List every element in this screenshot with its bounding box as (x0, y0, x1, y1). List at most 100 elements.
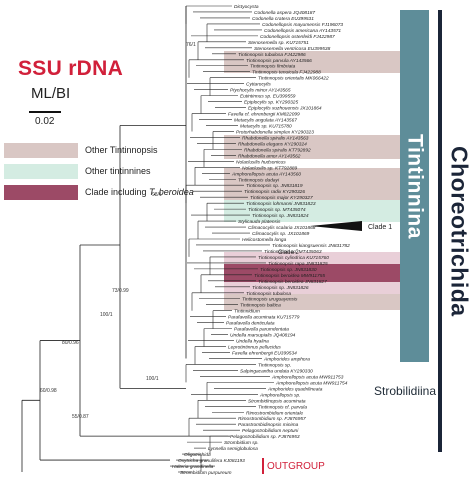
taxon-label: Helicostomella longa (242, 237, 287, 243)
taxon-label: Nolaclusilis sp. KT792889 (242, 165, 298, 171)
choreotrichida-bar (438, 10, 442, 452)
taxon-label: Rhabdonella spiralis AY143563 (242, 135, 309, 141)
legend-label-other-tintinnopsis: Other Tintinnopsis (85, 145, 158, 155)
taxon-label: Tintinnopsis uruguayensis (242, 297, 298, 303)
band-beroidea-clade (224, 264, 400, 282)
support-value: 100/1 (146, 376, 159, 382)
legend-swatch-beroidea-clade (4, 185, 78, 200)
taxon-label: Codonellopsis americana AY143571 (264, 28, 341, 34)
outgroup-label: OUTGROUP (267, 461, 325, 472)
taxon-label: Tintinnopsis tubulosa FJ422986 (238, 52, 306, 58)
outgroup-bar (262, 458, 264, 474)
taxon-label: Tintinnopsis beroidea JN831827 (258, 279, 327, 285)
support-value: 73/0.99 (112, 288, 129, 294)
taxon-label: Tintinnopsis tubulosa (246, 291, 291, 297)
taxon-label: Parafavella acuminata KU715779 (228, 315, 300, 321)
support-value: 80/0.96 (62, 340, 79, 346)
taxon-label: Undella marsupialis JQ408194 (230, 333, 296, 339)
legend-swatch-other-tintinnopsis (4, 143, 78, 158)
taxon-label: Tintinnopsis baltica (240, 303, 281, 309)
taxon-label: Amphorides amphora (263, 356, 310, 362)
scale-label: 0.02 (35, 116, 55, 127)
choreotrichida-label-wrap: Choreotrichida (444, 10, 474, 452)
band-other-tintinnopsis-top (224, 51, 400, 73)
support-value: 76/1 (186, 42, 196, 48)
taxon-label: Tintinnopsis parvula AY143566 (246, 58, 312, 64)
taxon-label: Amphorellopsis acuta MW911753 (271, 374, 344, 380)
taxon-label: Dictyocysta (234, 4, 259, 10)
taxon-label: Tintinnopsis orientalis MK066422 (258, 76, 329, 82)
taxon-label: Oxytricha granulifera KJ081193 (178, 458, 245, 464)
taxon-label: Strombidium sp. (224, 440, 259, 446)
taxon-label: Rhabdonella elegans KY290324 (238, 141, 307, 147)
taxon-label: Favella cf. ehrenbergii KM822099 (228, 112, 300, 118)
taxon-label: Parastrombidinopsis minima (238, 422, 299, 428)
taxon-label: Nolaclusilis hudsonicus (236, 159, 286, 165)
support-value: 98/1 (152, 192, 162, 198)
tintinnina-label-wrap: Tintinnina (400, 10, 429, 362)
taxon-label: Lynnella semiglobulosa (208, 446, 258, 452)
clade-2-label: Clade 2 (278, 250, 299, 256)
band-other-tintinnopsis-mid (224, 135, 400, 159)
taxon-label: Parafavella parumdentata (234, 327, 289, 333)
taxon-label: Codonellopsis mayumensis FJ196073 (262, 22, 343, 28)
taxon-label: Tintinnopsis beroidea MW911755 (254, 273, 325, 279)
taxon-label: Climacocylis sp. JX101869 (252, 231, 310, 237)
taxon-label: Metacylis sp. KU715780 (240, 123, 292, 129)
taxon-label: Leprotintinnus pellucidus (228, 345, 281, 351)
band-other-tintinnopsis-low (224, 294, 400, 310)
legend-label-italic: T. beroidea (149, 187, 194, 197)
taxon-label: Protorhabdonella simplex KY290323 (236, 129, 314, 135)
taxon-label: Codonellopsis ostenfeldi FJ422987 (260, 34, 335, 40)
highlight-bands (224, 51, 400, 310)
taxon-label: Climacocylis scalaria JX101868 (248, 225, 316, 231)
taxon-label: Tintinnopsis radix KY290326 (244, 189, 305, 195)
taxon-label: Tintinnopsis cylindrica KU715760 (258, 255, 329, 261)
taxon-label: Pelagostrobilidium sp. FJ876953 (230, 434, 300, 440)
taxon-label: Codonella cratera EU399531 (252, 16, 314, 22)
taxon-label: Rhabdonella amor AY143562 (238, 153, 301, 159)
figure-title: SSU rDNA (18, 57, 124, 80)
taxon-label: Undella hyalina (236, 339, 269, 345)
support-values: 76/173/0.9998/180/0.96100/160/0.98100/15… (40, 42, 196, 420)
taxon-label: Pelagostrobilidium neptuni (242, 428, 299, 434)
support-value: 100/1 (100, 312, 113, 318)
taxon-label: Tintinnopsis sp. (258, 362, 291, 368)
taxon-label: Codonella aspera JQ408187 (254, 10, 315, 16)
taxon-label: Tintinnopsis sp. MT435063 (264, 249, 322, 255)
tree-branches (21, 5, 274, 473)
taxon-label: Tintinnopsis rapa JN831825 (268, 261, 328, 267)
tintinnina-label: Tintinnina (403, 133, 427, 239)
taxon-label: Epiplocylis xuzhouensis JX101864 (248, 106, 322, 112)
taxon-label: Tintinnopsis sp. JN831826 (252, 285, 309, 291)
taxon-label: Strombidium purpureum (180, 470, 231, 476)
strobilidiina-label: Strobilidiina (374, 384, 437, 398)
taxon-label: Tintinnopsis lohmanni JN831823 (246, 201, 316, 207)
taxon-label: Tintinnopsis fimbriata (250, 64, 296, 70)
taxon-label: Amphorellopsis acuta AY143560 (231, 171, 301, 177)
taxon-label: Stenosemella sp. KU715751 (248, 40, 309, 46)
clade-1-label: Clade 1 (368, 224, 392, 231)
taxon-label: Strombidinopsis acuminata (248, 398, 306, 404)
tintinnina-column (400, 10, 429, 362)
band-other-tintinnines-a (224, 200, 400, 222)
taxon-label: Tintinnopsis cf. parvula (258, 404, 307, 410)
taxon-label: Tintinnidium (234, 309, 260, 315)
legend-label-prefix: Clade including (85, 187, 150, 197)
taxon-label: Rimostrombidium sp. FJ876957 (238, 416, 306, 422)
taxon-label: Oligotrichida (184, 452, 211, 458)
taxon-label: Rhabdonella spiralis KT792892 (244, 147, 311, 153)
taxon-label: Tintinnopsis sp. MT435074 (248, 207, 306, 213)
method-label: ML/BI (31, 85, 71, 102)
legend-label-beroidea-clade: Clade including T. beroidea (85, 187, 194, 197)
band-other-tintinnopsis-mid2 (224, 168, 400, 200)
taxon-label: Amphorellopsis sp. (259, 392, 301, 398)
taxon-label: Metacylis angulata AY143567 (234, 118, 297, 124)
taxon-label: Amphorellopsis acuta MW911754 (275, 380, 348, 386)
scale-bar (29, 111, 61, 113)
support-value: 60/0.98 (40, 388, 57, 394)
taxon-label: Cyttarocylis (246, 82, 271, 88)
band-clade2-pale-b (224, 282, 400, 294)
